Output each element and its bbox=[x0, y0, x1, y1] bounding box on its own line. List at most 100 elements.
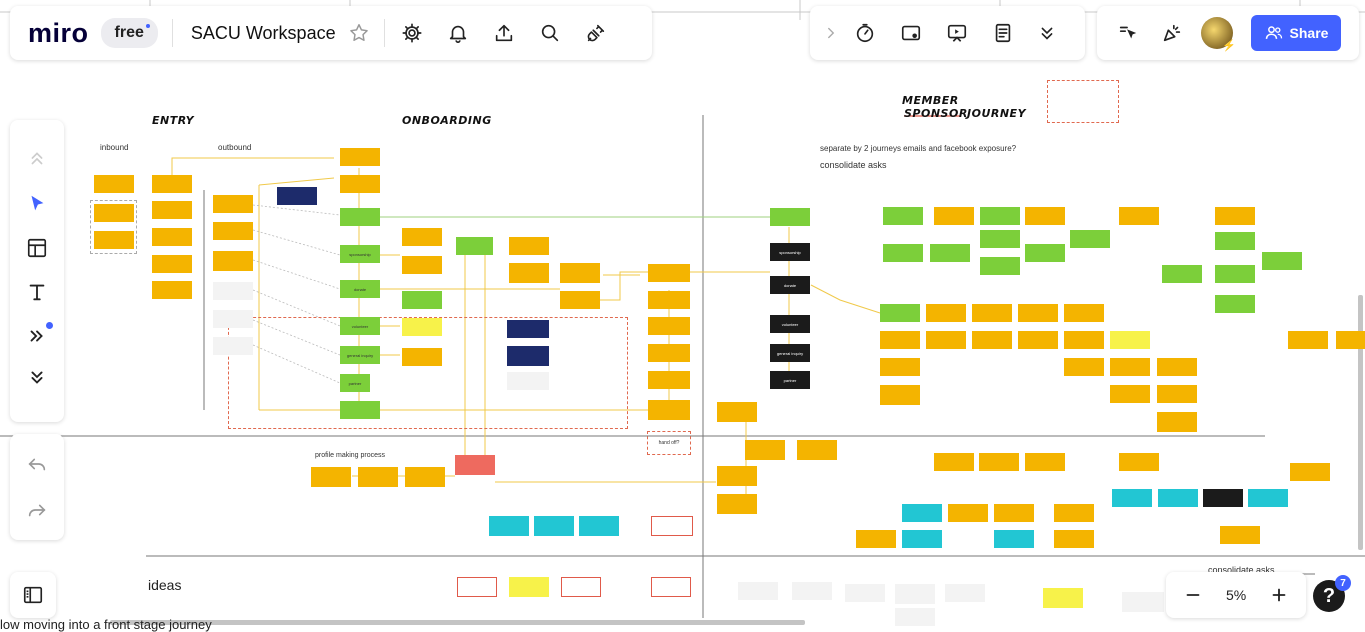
sticky-note[interactable] bbox=[845, 584, 885, 602]
flow-donate[interactable]: donate bbox=[340, 280, 380, 298]
sticky-note[interactable] bbox=[717, 402, 757, 422]
sticky-note[interactable] bbox=[1157, 358, 1197, 376]
sticky-note[interactable] bbox=[930, 244, 970, 262]
undo-icon[interactable] bbox=[23, 450, 51, 478]
sticky-note[interactable] bbox=[856, 530, 896, 548]
flow-sponsorship[interactable]: sponsorship bbox=[340, 245, 380, 263]
sticky-note[interactable] bbox=[1215, 232, 1255, 250]
sticky-note[interactable] bbox=[1054, 504, 1094, 522]
sticky-note[interactable] bbox=[152, 255, 192, 273]
sticky-note[interactable] bbox=[880, 358, 920, 376]
sticky-note[interactable] bbox=[94, 175, 134, 193]
sticky-note[interactable] bbox=[926, 331, 966, 349]
timer-icon[interactable] bbox=[852, 20, 878, 46]
sticky-note[interactable] bbox=[507, 346, 549, 366]
share-button[interactable]: Share bbox=[1251, 15, 1341, 51]
minus-icon[interactable] bbox=[1180, 582, 1206, 608]
template-icon[interactable] bbox=[23, 234, 51, 262]
sticky-note[interactable] bbox=[1054, 530, 1094, 548]
sticky-note[interactable] bbox=[152, 175, 192, 193]
sticky-note[interactable] bbox=[1122, 592, 1164, 612]
sticky-note[interactable] bbox=[1064, 358, 1104, 376]
sticky-note[interactable] bbox=[1158, 489, 1198, 507]
sticky-note[interactable] bbox=[745, 440, 785, 460]
sticky-note[interactable] bbox=[152, 201, 192, 219]
sticky-note[interactable] bbox=[457, 577, 497, 597]
sticky-note[interactable] bbox=[792, 582, 832, 600]
sticky-note[interactable] bbox=[883, 244, 923, 262]
sticky-note[interactable] bbox=[880, 331, 920, 349]
flow-general-inquiry[interactable]: general inquiry bbox=[340, 346, 380, 364]
sticky-handoff[interactable]: hand off? bbox=[647, 431, 691, 455]
sticky-note[interactable] bbox=[1215, 207, 1255, 225]
sticky-note[interactable] bbox=[934, 207, 974, 225]
sticky-note[interactable] bbox=[1290, 463, 1330, 481]
sticky-note[interactable] bbox=[926, 304, 966, 322]
sticky-note[interactable] bbox=[1025, 244, 1065, 262]
sticky-note[interactable] bbox=[1043, 588, 1083, 608]
sticky-note[interactable] bbox=[1025, 207, 1065, 225]
avatar[interactable]: ⚡ bbox=[1201, 17, 1236, 52]
sticky-note[interactable] bbox=[648, 400, 690, 420]
member-donate[interactable]: donate bbox=[770, 276, 810, 294]
flow-volunteer[interactable]: volunteer bbox=[340, 317, 380, 335]
sticky-note[interactable] bbox=[648, 344, 690, 362]
sticky-note[interactable] bbox=[980, 230, 1020, 248]
sticky-note[interactable] bbox=[1112, 489, 1152, 507]
scroll-up-icon[interactable] bbox=[24, 148, 50, 168]
sticky-note[interactable] bbox=[213, 282, 253, 300]
sticky-note[interactable] bbox=[340, 401, 380, 419]
sticky-note[interactable] bbox=[1018, 331, 1058, 349]
sticky-note[interactable] bbox=[1220, 526, 1260, 544]
sticky-note[interactable] bbox=[489, 516, 529, 536]
zoom-level[interactable]: 5% bbox=[1226, 587, 1247, 603]
sticky-note[interactable] bbox=[94, 204, 134, 222]
double-chevron-down-icon[interactable] bbox=[24, 364, 50, 390]
sticky-note[interactable] bbox=[980, 257, 1020, 275]
sticky-note[interactable] bbox=[1215, 295, 1255, 313]
sticky-note[interactable] bbox=[534, 516, 574, 536]
sticky-note[interactable] bbox=[561, 577, 601, 597]
sticky-note[interactable] bbox=[1336, 331, 1365, 349]
sticky-note[interactable] bbox=[1203, 489, 1243, 507]
sticky-note[interactable] bbox=[895, 608, 935, 626]
member-general-inquiry[interactable]: general inquiry bbox=[770, 344, 810, 362]
frames-panel-button[interactable] bbox=[10, 572, 56, 618]
sticky-note[interactable] bbox=[560, 263, 600, 283]
sticky-note[interactable] bbox=[1070, 230, 1110, 248]
sticky-note[interactable] bbox=[972, 331, 1012, 349]
sticky-note[interactable] bbox=[895, 584, 935, 604]
sticky-note[interactable] bbox=[902, 504, 942, 522]
sticky-note[interactable] bbox=[456, 237, 493, 255]
sticky-note[interactable] bbox=[213, 222, 253, 240]
miro-logo[interactable]: miro bbox=[28, 17, 89, 48]
sticky-note[interactable] bbox=[1157, 385, 1197, 403]
gear-icon[interactable] bbox=[399, 20, 425, 46]
sticky-note[interactable] bbox=[1025, 453, 1065, 471]
sticky-note[interactable] bbox=[340, 208, 380, 226]
sticky-note[interactable] bbox=[880, 304, 920, 322]
sticky-note[interactable] bbox=[402, 291, 442, 309]
sticky-note[interactable] bbox=[507, 372, 549, 390]
sticky-note[interactable] bbox=[213, 195, 253, 213]
bell-icon[interactable] bbox=[445, 20, 471, 46]
sticky-note[interactable] bbox=[213, 310, 253, 328]
sticky-note[interactable] bbox=[648, 317, 690, 335]
sticky-note[interactable] bbox=[213, 251, 253, 271]
sticky-note[interactable] bbox=[1110, 358, 1150, 376]
sticky-note[interactable] bbox=[402, 318, 442, 336]
sticky-note[interactable] bbox=[980, 207, 1020, 225]
member-volunteer[interactable]: volunteer bbox=[770, 315, 810, 333]
sticky-note[interactable] bbox=[340, 148, 380, 166]
double-chevron-right-icon[interactable] bbox=[23, 322, 53, 350]
double-chevron-down-icon[interactable] bbox=[1036, 20, 1058, 46]
party-icon[interactable] bbox=[1159, 20, 1185, 46]
sticky-note[interactable] bbox=[648, 264, 690, 282]
sticky-note[interactable] bbox=[934, 453, 974, 471]
sticky-note[interactable] bbox=[213, 337, 253, 355]
sticky-note[interactable] bbox=[972, 304, 1012, 322]
sticky-note[interactable] bbox=[945, 584, 985, 602]
sticky-note[interactable] bbox=[880, 385, 920, 405]
sticky-note[interactable] bbox=[948, 504, 988, 522]
